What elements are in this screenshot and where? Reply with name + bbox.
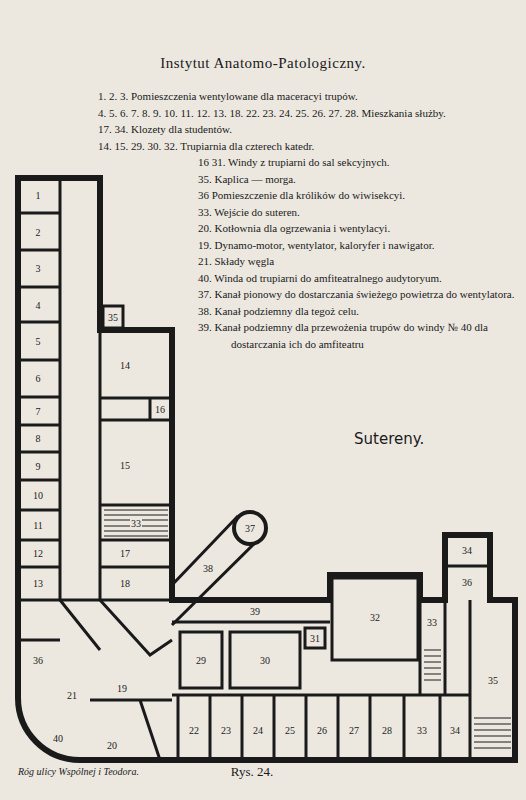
room-number: 24	[252, 725, 264, 736]
room-number: 15	[119, 460, 131, 471]
key-entry: 20. Kotłownia dla ogrzewania i wentylacy…	[198, 220, 520, 237]
floor-name: Sutereny.	[354, 430, 424, 448]
room-number: 16	[154, 404, 166, 415]
room-number: 31	[309, 633, 321, 644]
room-number: 33	[130, 518, 142, 529]
key-entry: 14. 15. 29. 30. 32. Trupiarnia dla czter…	[98, 138, 520, 155]
key-entry: 36 Pomieszczenie dla królików do wiwisek…	[198, 187, 520, 204]
room-number: 34	[461, 545, 473, 556]
key-entry: 4. 5. 6. 7. 8. 9. 10. 11. 12. 13. 18. 22…	[98, 105, 520, 122]
room-number: 1	[35, 190, 42, 201]
room-number: 29	[195, 655, 207, 666]
room-number: 23	[220, 725, 232, 736]
room-number: 30	[259, 655, 271, 666]
room-number: 33	[426, 617, 438, 628]
room-number: 22	[188, 725, 200, 736]
room-number: 36	[461, 577, 473, 588]
street-note: Róg ulicy Wspólnej i Teodora.	[18, 766, 139, 777]
figure-caption: Rys. 24.	[231, 764, 273, 780]
key-entry: 21. Składy węgla	[198, 253, 520, 270]
room-number: 11	[32, 520, 44, 531]
room-number: 21	[66, 690, 78, 701]
key-entry: 37. Kanał pionowy do dostarczania świeże…	[198, 286, 520, 303]
key-entry: 33. Wejście do suteren.	[198, 204, 520, 221]
room-number: 25	[284, 725, 296, 736]
room-number: 3	[35, 263, 42, 274]
room-number: 14	[119, 360, 131, 371]
room-number: 37	[244, 523, 256, 534]
room-number: 5	[35, 336, 42, 347]
room-number: 8	[35, 433, 42, 444]
room-number: 20	[106, 740, 118, 751]
room-number: 2	[35, 227, 42, 238]
room-number: 18	[119, 578, 131, 589]
key-entry: 39. Kanał podziemny dla przewożenia trup…	[198, 319, 520, 352]
key-entry: 35. Kaplica — morga.	[198, 171, 520, 188]
room-number: 6	[35, 373, 42, 384]
room-number: 10	[32, 490, 44, 501]
room-number: 32	[369, 612, 381, 623]
room-number: 34	[449, 725, 461, 736]
air-channel	[172, 512, 266, 625]
stair-hatching	[104, 510, 511, 748]
room-number: 19	[116, 683, 128, 694]
room-number: 33	[416, 725, 428, 736]
room-number: 35	[487, 675, 499, 686]
room-number: 17	[119, 548, 131, 559]
key-entry: 1. 2. 3. Pomieszczenia wentylowane dla m…	[98, 88, 520, 105]
room-number: 39	[249, 606, 261, 617]
title: Instytut Anatomo-Patologiczny.	[160, 55, 366, 72]
room-number: 27	[348, 725, 360, 736]
room-number: 13	[32, 578, 44, 589]
room-number: 40	[52, 733, 64, 744]
room-number: 28	[381, 725, 393, 736]
room-number: 36	[32, 655, 44, 666]
room-number: 38	[202, 563, 214, 574]
key-list: 1. 2. 3. Pomieszczenia wentylowane dla m…	[98, 88, 520, 352]
key-entry: 19. Dynamo-motor, wentylator, kaloryfer …	[198, 237, 520, 254]
room-number: 7	[35, 406, 42, 417]
key-entry: 38. Kanał podziemny dla tegoż celu.	[198, 303, 520, 320]
key-entry: 16 31. Windy z trupiarni do sal sekcyjny…	[198, 154, 520, 171]
room-number: 35	[107, 312, 119, 323]
room-number: 4	[35, 300, 42, 311]
room-number: 26	[316, 725, 328, 736]
key-entry: 40. Winda od trupiarni do amfiteatralneg…	[198, 270, 520, 287]
room-number: 9	[35, 461, 42, 472]
key-entry: 17. 34. Klozety dla studentów.	[98, 121, 520, 138]
room-number: 12	[32, 548, 44, 559]
